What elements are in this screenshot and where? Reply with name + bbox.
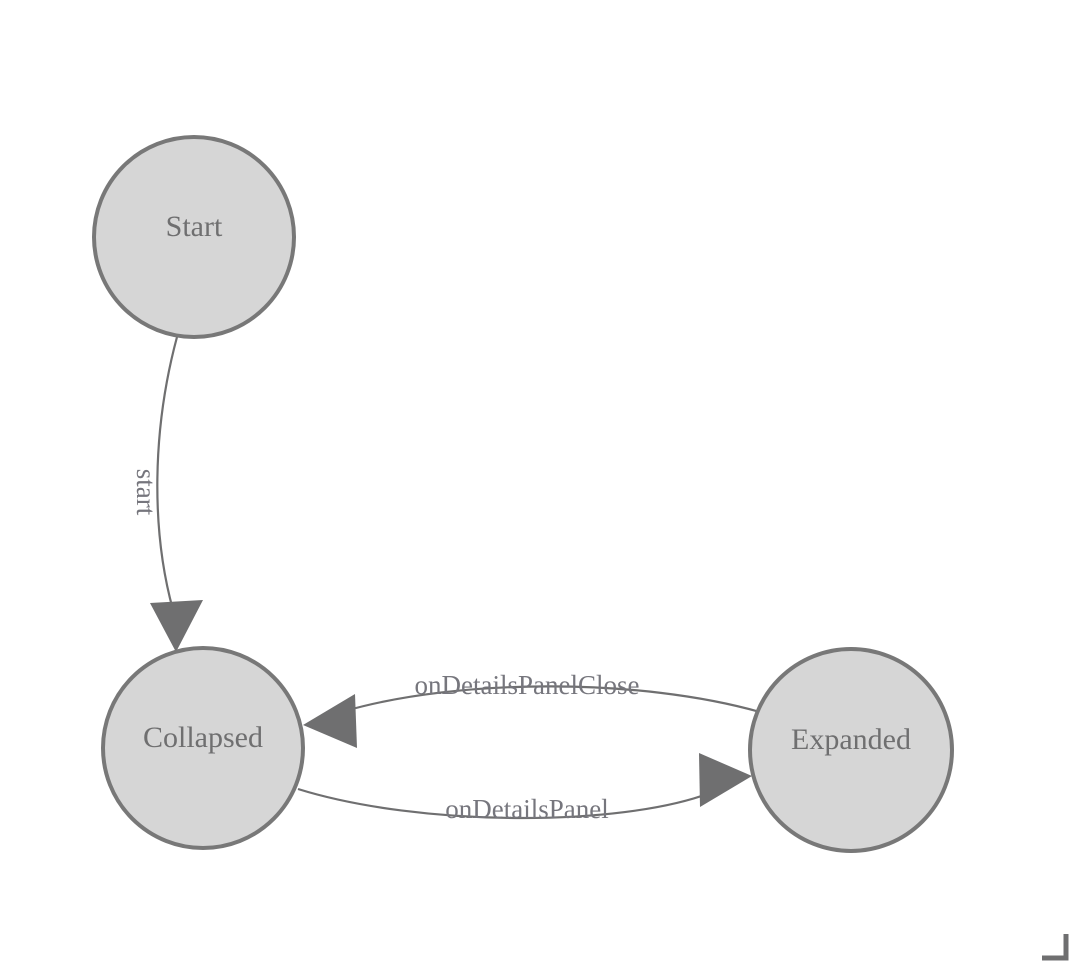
- edge-start-to-collapsed[interactable]: [150, 336, 203, 652]
- node-expanded-label: Expanded: [791, 723, 911, 756]
- edge-label-on-details-panel: onDetailsPanel: [445, 794, 608, 824]
- edge-collapsed-to-expanded[interactable]: [297, 753, 752, 820]
- node-collapsed[interactable]: Collapsed: [101, 646, 305, 850]
- arrowhead-right-icon: [699, 753, 752, 807]
- edge-label-start: start: [131, 469, 161, 516]
- node-collapsed-label: Collapsed: [143, 721, 263, 754]
- node-collapsed-circle: [101, 646, 305, 850]
- node-start[interactable]: Start: [92, 135, 296, 339]
- node-start-circle: [92, 135, 296, 339]
- node-expanded-circle: [748, 647, 954, 853]
- node-expanded[interactable]: Expanded: [748, 647, 954, 853]
- edge-expanded-to-collapsed-path: [344, 685, 761, 714]
- edge-expanded-to-collapsed[interactable]: [303, 685, 761, 748]
- resize-handle-icon[interactable]: [1042, 934, 1069, 961]
- edge-collapsed-to-expanded-path: [297, 787, 711, 820]
- arrowhead-down-icon: [150, 600, 203, 652]
- edge-label-on-details-panel-close: onDetailsPanelClose: [415, 670, 640, 700]
- edge-start-to-collapsed-path: [156, 336, 179, 611]
- node-start-label: Start: [166, 210, 223, 243]
- arrowhead-left-icon: [303, 694, 357, 748]
